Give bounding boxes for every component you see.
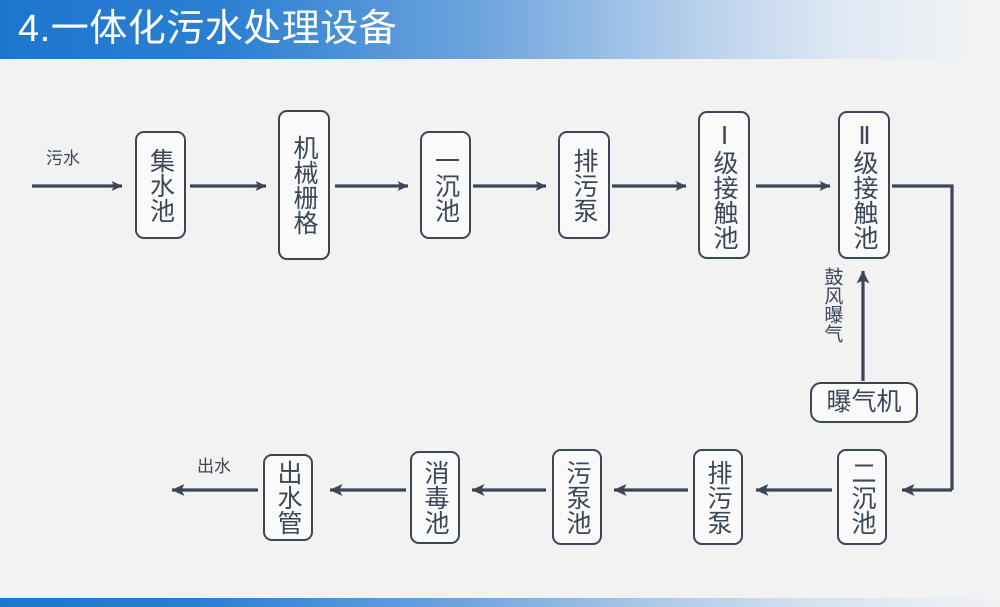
annotation-aeration: 鼓风曝气 xyxy=(821,267,843,343)
node-contact-tank-2[interactable]: Ⅱ级接触池 xyxy=(838,111,890,259)
node-contact-tank-1-label: Ⅰ级接触池 xyxy=(710,120,738,250)
connector-contact-tank-2-down xyxy=(892,184,954,490)
slide-footer-bar xyxy=(0,598,1000,607)
node-aerator-label: 曝气机 xyxy=(826,388,902,416)
flow-connector-layer xyxy=(32,181,954,496)
node-primary-sedimentation-tank[interactable]: 一沉池 xyxy=(420,131,471,239)
node-collection-tank[interactable]: 集水池 xyxy=(135,131,186,239)
annotation-outlet: 出水 xyxy=(197,457,231,476)
node-primary-sedimentation-tank-label: 一沉池 xyxy=(431,147,460,223)
node-sludge-pump-tank-label: 污泵池 xyxy=(563,459,591,535)
node-mechanical-grate[interactable]: 机械栅格 xyxy=(278,110,330,260)
slide-header-bar: 4.一体化污水处理设备 xyxy=(0,0,1000,59)
node-sewage-pump-2-label: 排污泵 xyxy=(704,459,732,535)
node-sludge-pump-tank[interactable]: 污泵池 xyxy=(552,449,602,545)
node-aerator[interactable]: 曝气机 xyxy=(810,382,918,423)
node-sewage-pump-2[interactable]: 排污泵 xyxy=(693,449,743,545)
node-disinfection-tank[interactable]: 消毒池 xyxy=(410,451,460,544)
node-secondary-sedimentation-tank[interactable]: 二沉池 xyxy=(837,449,887,545)
node-outlet-pipe-label: 出水管 xyxy=(274,460,302,535)
process-flow-diagram: 污水 出水 鼓风曝气 集水池 机械栅格 一沉池 排污泵 Ⅰ级接触池 Ⅱ级接触池 … xyxy=(0,59,1000,598)
node-sewage-pump-1-label: 排污泵 xyxy=(570,147,598,223)
node-outlet-pipe[interactable]: 出水管 xyxy=(263,454,313,541)
node-contact-tank-1[interactable]: Ⅰ级接触池 xyxy=(698,111,750,259)
node-collection-tank-label: 集水池 xyxy=(146,147,175,223)
node-contact-tank-2-label: Ⅱ级接触池 xyxy=(850,120,878,250)
annotation-inlet: 污水 xyxy=(46,149,80,168)
node-disinfection-tank-label: 消毒池 xyxy=(421,460,449,535)
page-title: 4.一体化污水处理设备 xyxy=(18,8,398,50)
node-secondary-sedimentation-tank-label: 二沉池 xyxy=(848,459,876,535)
node-mechanical-grate-label: 机械栅格 xyxy=(290,135,318,235)
node-sewage-pump-1[interactable]: 排污泵 xyxy=(558,131,610,239)
